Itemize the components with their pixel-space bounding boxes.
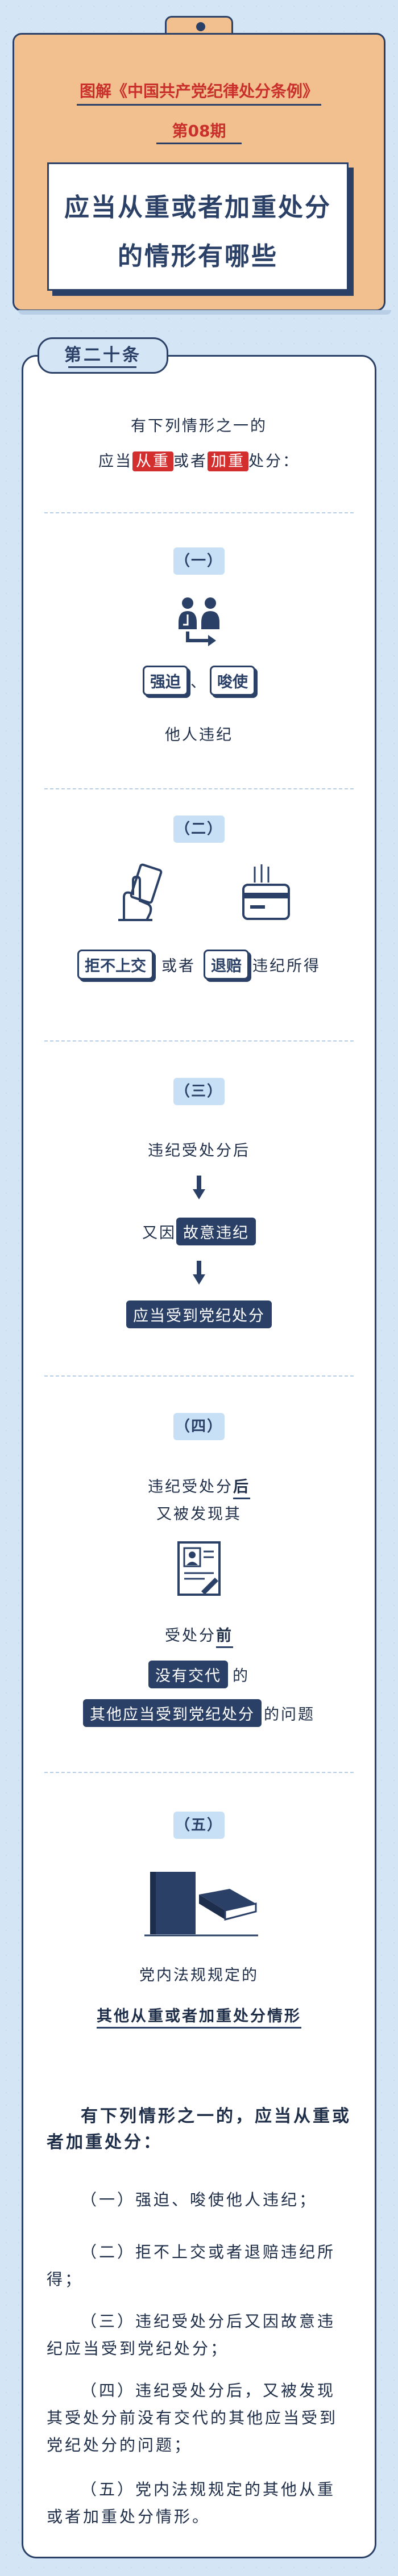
hanger-dot xyxy=(196,22,205,31)
intro-prefix: 应当 xyxy=(98,453,132,470)
divider xyxy=(44,1040,354,1042)
tag-qitayingdangshoudaodangjichufen: 其他应当受到党纪处分 xyxy=(83,1699,262,1727)
section3-line3: 应当受到党纪处分 xyxy=(22,1300,376,1328)
arrow-down-icon xyxy=(193,1176,205,1199)
tag-meiyoujiaodai: 没有交代 xyxy=(148,1661,228,1688)
summary-item-5: （五）党内法规规定的其他从重或者加重处分情形。 xyxy=(47,2480,336,2526)
summary-title: 有下列情形之一的，应当从重或者加重处分： xyxy=(47,2106,351,2152)
intro-suffix: 处分： xyxy=(248,453,300,470)
section5-highlight: 其他从重或者加重处分情形 xyxy=(97,2008,301,2029)
section-badge-5: （五） xyxy=(173,1812,225,1839)
page-title-line1: 应当从重或者加重处分 xyxy=(64,193,331,222)
header-hanger-tab xyxy=(165,16,233,33)
emph-hou: 后 xyxy=(233,1478,250,1499)
intro-line1: 有下列情形之一的 xyxy=(131,417,267,435)
wallet-card-icon xyxy=(238,862,295,925)
section1-actions: 强迫、唆使 xyxy=(22,666,376,696)
section4-line2: 又被发现其 xyxy=(156,1506,242,1523)
section1-caption: 他人违纪 xyxy=(165,726,233,744)
section2-suffix: 违纪所得 xyxy=(252,957,321,975)
section3-line1: 违纪受处分后 xyxy=(148,1142,250,1160)
tag-tuipei: 退赔 xyxy=(204,950,249,980)
section-badge-2: （二） xyxy=(173,816,225,843)
intro-line2: 应当从重或者加重处分： xyxy=(22,449,376,471)
section-badge-3: （三） xyxy=(173,1078,225,1105)
series-underline xyxy=(77,104,321,106)
section4-line4: 没有交代的 xyxy=(22,1661,376,1688)
header-shadow xyxy=(18,310,391,315)
summary-item-3: （三）违纪受处分后又因故意违纪应当受到党纪处分； xyxy=(47,2312,336,2358)
divider xyxy=(44,512,354,513)
series-title: 图解《中国共产党纪律处分条例》 xyxy=(79,82,318,101)
section-badge-4: （四） xyxy=(173,1413,225,1440)
tag-suoshi: 唆使 xyxy=(210,666,255,696)
section3-line2: 又因故意违纪 xyxy=(22,1218,376,1245)
section2-line: 拒不上交或者退赔违纪所得 xyxy=(22,950,376,980)
header-banner: 图解《中国共产党纪律处分条例》 第08期 应当从重或者加重处分 的情形有哪些 xyxy=(13,33,385,311)
page-title-line2: 的情形有哪些 xyxy=(118,242,278,271)
sep-dunhao: 、 xyxy=(190,674,208,691)
divider xyxy=(44,788,354,789)
section4-line1: 违纪受处分后 xyxy=(22,1474,376,1499)
issue-underline xyxy=(156,143,242,144)
section4-line3: 受处分前 xyxy=(22,1623,376,1648)
section4-line5-suffix: 的问题 xyxy=(264,1706,315,1724)
people-arrow-icon xyxy=(171,596,227,647)
tag-yingdangshoudaodangjichufen: 应当受到党纪处分 xyxy=(126,1300,272,1328)
section5-line2: 其他从重或者加重处分情形 xyxy=(22,2004,376,2029)
hand-card-icon xyxy=(113,863,169,926)
tag-jiazhong: 加重 xyxy=(208,451,248,471)
document-icon xyxy=(176,1540,222,1597)
article-tag-underline xyxy=(68,366,136,368)
summary-item-1: （一）强迫、唆使他人违纪； xyxy=(81,2190,318,2209)
tag-congzhong: 从重 xyxy=(132,451,173,471)
section4-line1-prefix: 违纪受处分 xyxy=(148,1478,233,1496)
content-card xyxy=(22,355,376,2558)
section3-line2-prefix: 又因 xyxy=(142,1224,176,1242)
article-tag: 第二十条 xyxy=(38,337,168,374)
intro-or: 或者 xyxy=(173,453,208,470)
section5-line1: 党内法规规定的 xyxy=(139,1967,259,1984)
summary-item-4: （四）违纪受处分后，又被发现其受处分前没有交代的其他应当受到党纪处分的问题； xyxy=(47,2381,338,2454)
title-box: 应当从重或者加重处分 的情形有哪些 xyxy=(47,162,349,291)
section4-line5: 其他应当受到党纪处分的问题 xyxy=(22,1699,376,1727)
tag-guyiweiji: 故意违纪 xyxy=(176,1218,256,1245)
emph-qian: 前 xyxy=(216,1627,233,1648)
divider xyxy=(44,1772,354,1773)
section4-line3-prefix: 受处分 xyxy=(165,1627,216,1645)
tag-qiangpo: 强迫 xyxy=(143,666,188,696)
section2-or: 或者 xyxy=(161,957,196,975)
summary-item-2: （二）拒不上交或者退赔违纪所得； xyxy=(47,2243,336,2289)
section4-line4-suffix: 的 xyxy=(233,1667,250,1685)
book-icon xyxy=(144,1860,258,1940)
divider xyxy=(44,1375,354,1377)
issue-number: 第08期 xyxy=(172,122,226,140)
tag-jubushangjiao: 拒不上交 xyxy=(77,950,154,980)
section-badge-1: （一） xyxy=(173,547,225,575)
arrow-down-icon xyxy=(193,1261,205,1285)
